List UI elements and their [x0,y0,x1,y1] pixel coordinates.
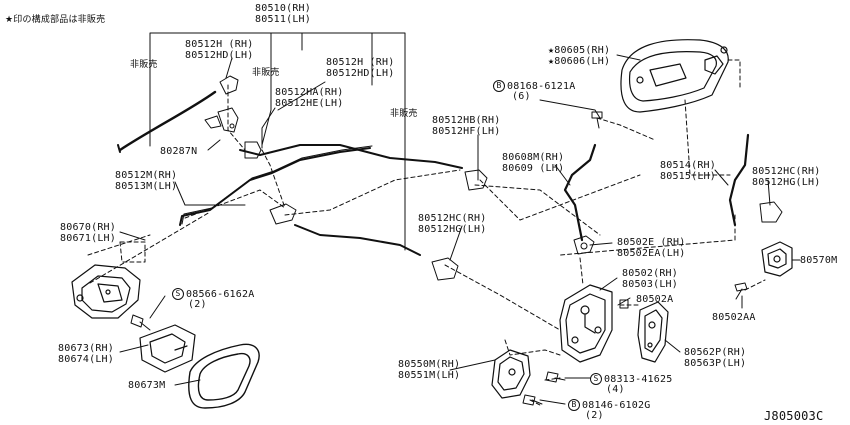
bolt-qty-08146: (2) [585,410,604,421]
s-mark-icon: S [172,288,184,300]
part-label-80512he: 80512HE(LH) [275,98,344,109]
part-label-80512hb: 80512HB(RH) [432,115,501,126]
part-label-80673m: 80673M [128,380,166,391]
not-sold-note-1: 非販売 [130,60,158,70]
part-label-80512hg-b: 80512HG(LH) [752,177,821,188]
part-label-80550m: 80550M(RH) [398,359,461,370]
lock-actuator-bracket [637,301,669,363]
part-label-80514: 80514(RH) [660,160,716,171]
part-label-80512hd-a: 80512HD(LH) [185,50,254,61]
b-mark-icon: B [568,399,580,411]
part-label-80512m: 80512M(RH) [115,170,178,181]
bolt-code-08313: 08313-41625 [604,374,673,385]
bolts [130,111,748,406]
s-mark-icon: S [590,373,602,385]
lock-bracket [491,349,531,399]
outside-handle-assembly [620,39,729,113]
part-label-80670: 80670(RH) [60,222,116,233]
escutcheon-bracket [139,324,196,373]
part-label-80512hc-a: 80512HC(RH) [418,213,487,224]
bolt-qty-08313: (4) [606,384,625,395]
drawing-code: J805003C [764,409,824,423]
door-striker [761,241,793,277]
part-label-80608m: 80608M(RH) [502,152,565,163]
bolt-code-08146: 08146-6102G [582,400,651,411]
part-label-80512hg-a: 80512HG(LH) [418,224,487,235]
part-label-80609: 80609 (LH) [502,163,565,174]
small-parts [204,75,783,281]
door-lock-assembly [559,284,613,363]
assembly-lines [87,59,766,406]
handle-bezel [188,343,260,409]
bolt-code-08566: 08566-6162A [186,289,255,300]
inside-handle-housing [71,264,141,319]
legend-note: ★印の構成部品は非販売 [5,15,106,25]
part-label-80512hd-b: 80512HD(LH) [326,68,395,79]
part-label-80502a: 80502A [636,294,674,305]
part-label-80606: ★80606(LH) [548,56,611,67]
bolt-code-08168: 08168-6121A [507,81,576,92]
part-label-80671: 80671(LH) [60,233,116,244]
part-label-80503: 80503(LH) [622,279,678,290]
part-label-80510: 80510(RH) [255,3,311,14]
part-label-80674: 80674(LH) [58,354,114,365]
part-label-80502aa: 80502AA [712,312,756,323]
part-label-80512h-b: 80512H (RH) [326,57,395,68]
not-sold-note-3: 非販売 [390,109,418,119]
part-label-80502e: 80502E (RH) [617,237,686,248]
part-label-80512h-a: 80512H (RH) [185,39,254,50]
bolt-qty-08168: (6) [512,91,531,102]
part-label-80673: 80673(RH) [58,343,114,354]
part-label-80512hf: 80512HF(LH) [432,126,501,137]
part-label-80287n: 80287N [160,146,198,157]
part-label-80511: 80511(LH) [255,14,311,25]
part-label-80512ha: 80512HA(RH) [275,87,344,98]
part-label-80513m: 80513M(LH) [115,181,178,192]
part-label-80570m: 80570M [800,255,838,266]
part-label-80512hc-b: 80512HC(RH) [752,166,821,177]
bolt-qty-08566: (2) [188,299,207,310]
part-label-80605: ★80605(RH) [548,45,611,56]
not-sold-note-2: 非販売 [252,68,280,78]
part-label-80551m: 80551M(LH) [398,370,461,381]
b-mark-icon: B [493,80,505,92]
part-label-80515: 80515(LH) [660,171,716,182]
part-label-80502ea: 80502EA(LH) [617,248,686,259]
part-label-80502: 80502(RH) [622,268,678,279]
part-label-80562p: 80562P(RH) [684,347,747,358]
rods-and-cables [117,90,750,256]
part-label-80563p: 80563P(LH) [684,358,747,369]
